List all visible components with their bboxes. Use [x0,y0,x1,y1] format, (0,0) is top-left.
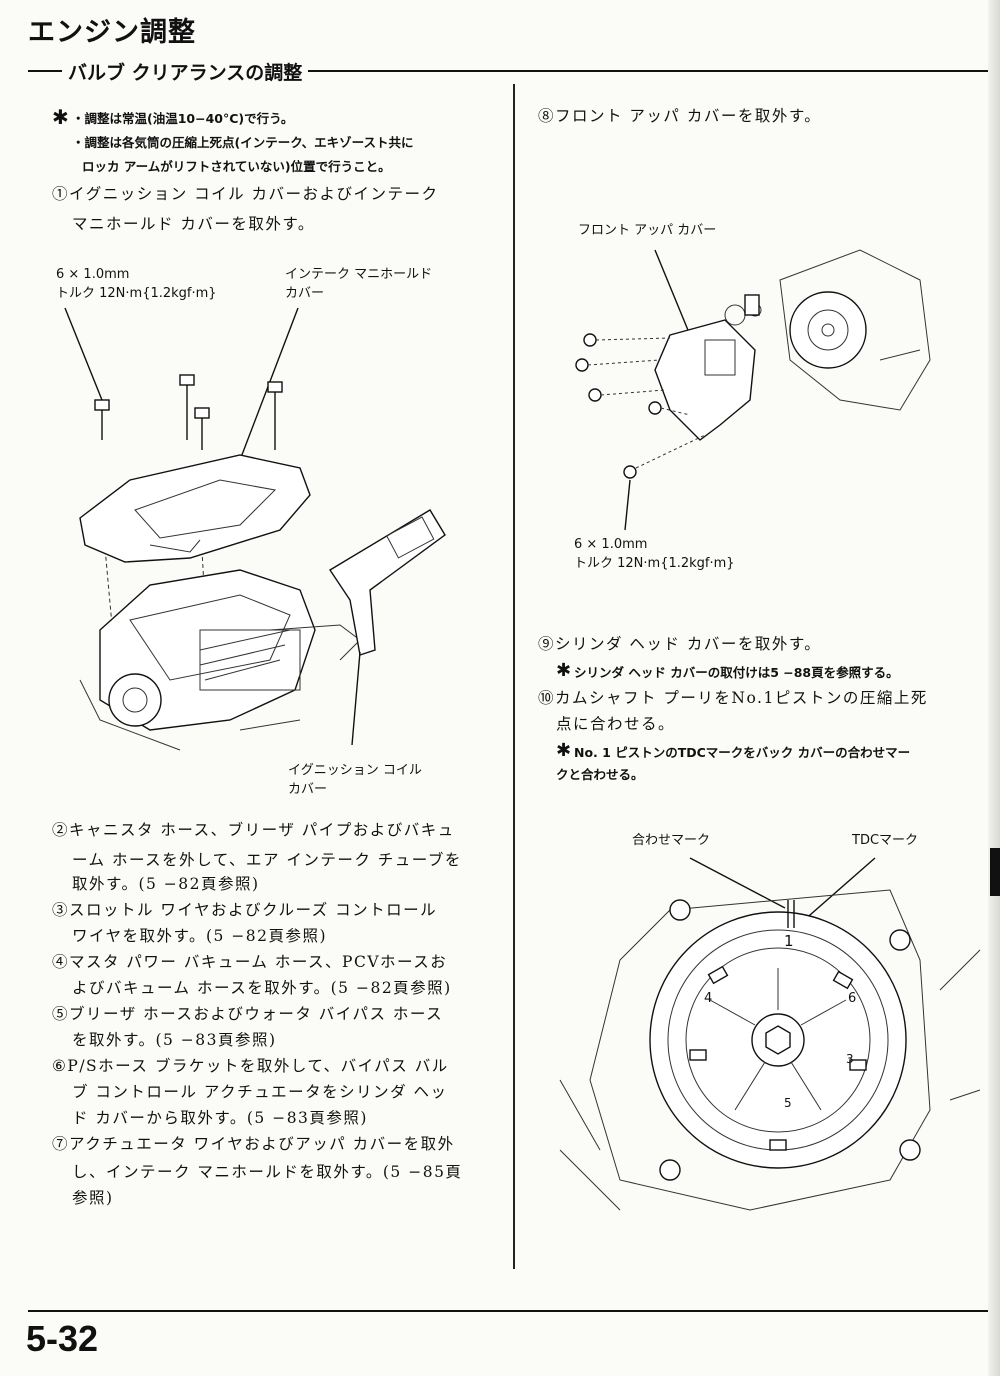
star-icon: ✱ [556,660,572,681]
step2-line1: ②キャニスタ ホース、ブリーザ パイプおよびバキュ [52,821,455,839]
step7-line1: ⑦アクチュエータ ワイヤおよびアッパ カバーを取外 [52,1135,455,1153]
column-divider [513,84,515,1269]
step4-line2: よびバキューム ホースを取外す。(5 −82頁参照) [72,979,452,997]
fig2-bolt-torque: トルク 12N·m{1.2kgf·m} [574,556,735,571]
step9: ⑨シリンダ ヘッド カバーを取外す。 [538,635,822,653]
fig2-bolt-size: 6 × 1.0mm [574,537,648,552]
page-number: 5-32 [26,1318,99,1359]
fig2-cover-label: フロント アッパ カバー [578,223,717,238]
note-tdc-line2: ロッカ アームがリフトされていない)位置で行うこと。 [82,159,391,174]
note-step9: シリンダ ヘッド カバーの取付けは5 −88頁を参照する。 [574,665,899,680]
step8: ⑧フロント アッパ カバーを取外す。 [538,107,822,125]
note-step10-line1: No. 1 ピストンのTDCマークをバック カバーの合わせマー [574,745,911,760]
step6-line3: ド カバーから取外す。(5 −83頁参照) [72,1109,368,1127]
star-icon: ✱ [52,105,69,129]
section-title: バルブ クリアランスの調整 [62,58,309,85]
note-temperature: ・調整は常温(油温10−40°C)で行う。 [72,111,294,126]
fig3-number-6: 6 [848,991,857,1006]
fig3-number-1: 1 [784,932,794,950]
section-rule [28,70,988,72]
fig1-cover-label-line1: インテーク マニホールド [285,267,433,282]
note-step10-line2: クと合わせる。 [556,767,644,782]
step5-line1: ⑤ブリーザ ホースおよびウォータ バイパス ホース [52,1005,444,1023]
fig1-bolt-torque: トルク 12N·m{1.2kgf·m} [56,286,217,301]
step2-line3: 取外す。(5 −82頁参照) [72,875,260,893]
step3-line1: ③スロットル ワイヤおよびクルーズ コントロール [52,901,438,919]
fig3-number-3: 3 [846,1052,854,1066]
step2-line2: ーム ホースを外して、エア インテーク チューブを [72,851,462,869]
fig3-number-4: 4 [704,991,713,1006]
fig1-bolt-size: 6 × 1.0mm [56,267,130,282]
fig1-cover-label-line2: カバー [285,286,325,301]
note-tdc-line1: ・調整は各気筒の圧縮上死点(インテーク、エキゾースト共に [72,135,414,150]
fig3-align-mark-label: 合わせマーク [632,833,711,848]
figure-camshaft-pulley-diagram [559,857,981,1211]
figure-front-upper-cover-diagram [575,249,931,531]
bolt-icon [94,374,283,450]
fig3-number-5: 5 [784,1096,792,1110]
fig1-ignition-label-line1: イグニッション コイル [288,763,422,778]
step6-line2: ブ コントロール アクチュエータをシリンダ ヘッ [72,1083,448,1101]
page-title: エンジン調整 [28,17,196,48]
figure-intake-cover-diagram [64,307,446,751]
step6-line1: ⑥P/Sホース ブラケットを取外して、バイパス バル [52,1057,449,1075]
step10-line1: ⑩カムシャフト プーリをNo.1ピストンの圧縮上死 [538,689,928,707]
footer-rule [28,1310,988,1312]
step1-line1: ①イグニッション コイル カバーおよびインテーク [52,185,439,203]
step10-line2: 点に合わせる。 [556,715,676,733]
step1-line2: マニホールド カバーを取外す。 [72,215,315,233]
bolt-icon [575,333,706,479]
star-icon: ✱ [556,740,572,761]
step7-line2: し、インテーク マニホールドを取外す。(5 −85頁 [72,1163,463,1181]
step4-line1: ④マスタ パワー バキューム ホース、PCVホースお [52,953,448,971]
edge-tab-mark [990,848,1000,896]
step7-line3: 参照) [72,1189,114,1207]
step5-line2: を取外す。(5 −83頁参照) [72,1031,277,1049]
fig1-ignition-label-line2: カバー [288,782,328,797]
fig3-tdc-mark-label: TDCマーク [852,833,919,848]
page-edge [988,0,1000,1376]
step3-line2: ワイヤを取外す。(5 −82頁参照) [72,927,328,945]
